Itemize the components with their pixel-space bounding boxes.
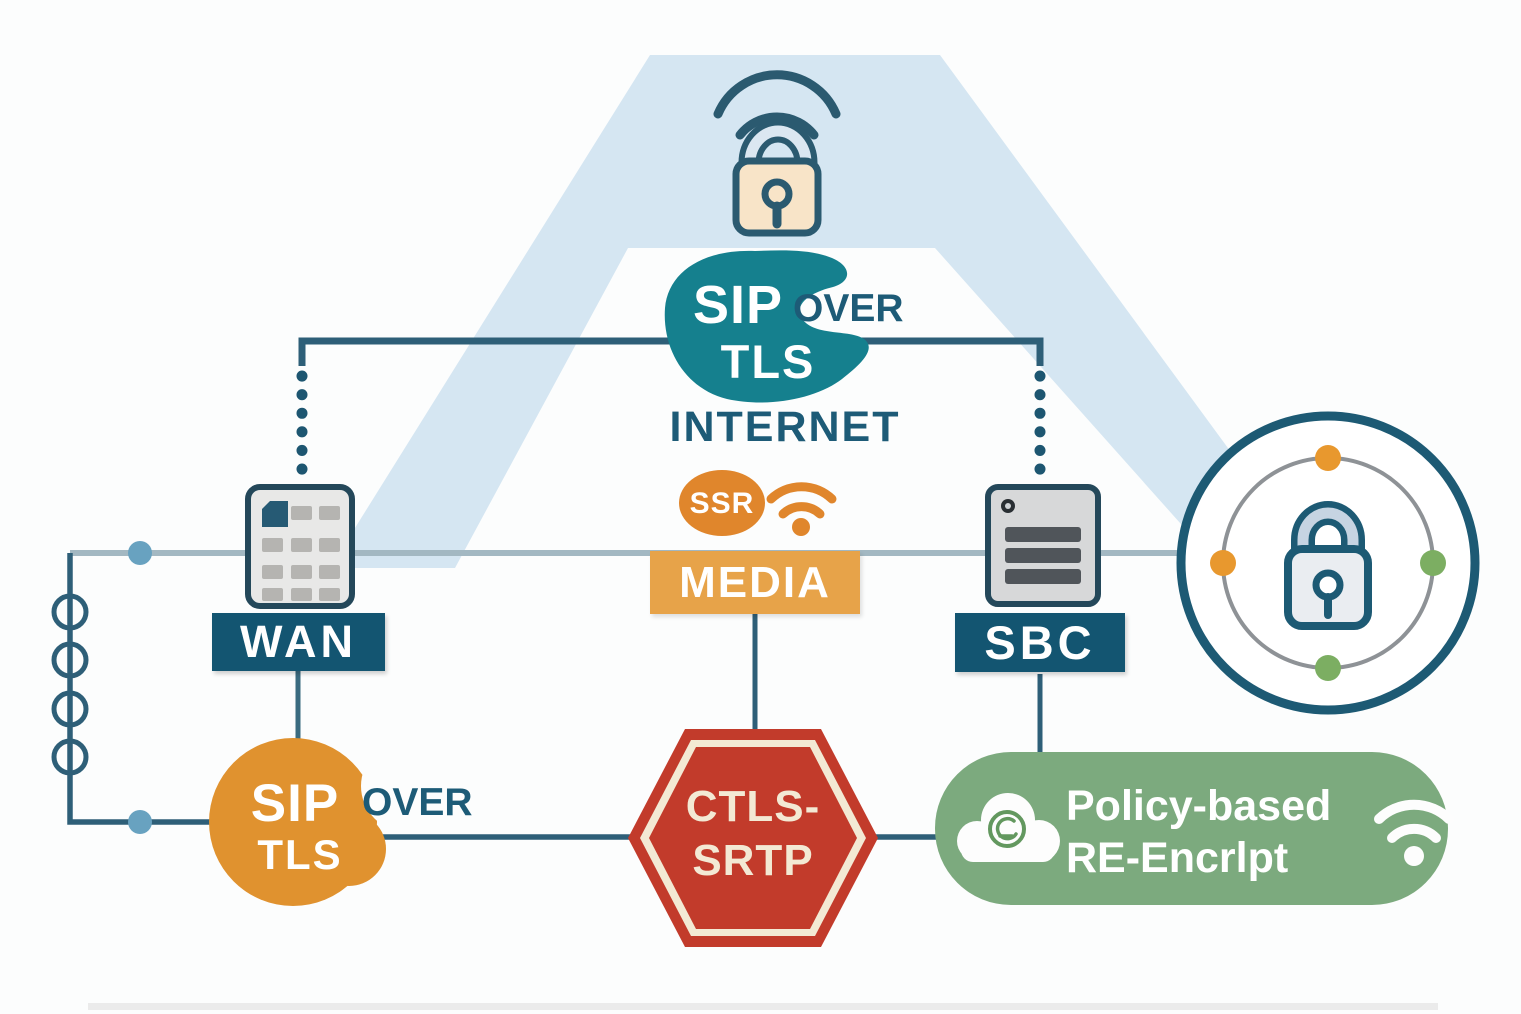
media-label: MEDIA [679,557,831,607]
ssr-wifi-icon [766,482,837,536]
policy-reencrypt-label: Policy-based RE-Encrlpt [1066,781,1376,884]
policy-wifi-icon [1374,799,1454,866]
wireless-lock-icon [713,70,841,237]
node-dot-top [128,541,152,565]
sbc-label: SBC [984,616,1096,669]
sbc-node: SBC [955,613,1125,672]
wan-gateway-device-icon [245,484,355,609]
bottom-shadow-strip [88,1003,1438,1010]
top-link-sip-label: SIP [692,275,784,335]
wan-label: WAN [240,616,357,667]
bottom-link-over-label: OVER [362,781,473,824]
ssr-badge [679,470,765,536]
bottom-link-tls-label: TLS [257,831,343,878]
wan-node: WAN [212,613,385,671]
top-link-tls-label: TLS [720,335,816,388]
sip-tls-blob [664,250,869,403]
ctls-srtp-line2: SRTP [692,835,814,885]
top-link-over-label: OVER [793,287,904,330]
policy-pill [935,752,1448,905]
secure-path-band [330,55,1310,568]
ctls-srtp-hexagon [628,729,878,947]
sip-tls-bottom-blob [209,738,453,906]
node-dot-bottom [128,810,152,834]
policy-line1: Policy-based [1066,782,1332,830]
bottom-link-sip-label: SIP [250,774,340,833]
sbc-server-device-icon [985,484,1101,607]
cloud-reencrypt-icon [957,793,1060,862]
internet-label: INTERNET [669,403,901,451]
orbit-lock-icon [1176,411,1480,715]
media-node: MEDIA [650,551,860,614]
left-loop-line [67,553,213,825]
policy-line2: RE-Encrlpt [1066,833,1289,882]
coil-rings-icon [51,593,89,776]
ssr-label: SSR [689,487,755,520]
ctls-srtp-line1: CTLS- [685,782,821,831]
ctls-srtp-label: CTLS- SRTP [640,780,866,887]
